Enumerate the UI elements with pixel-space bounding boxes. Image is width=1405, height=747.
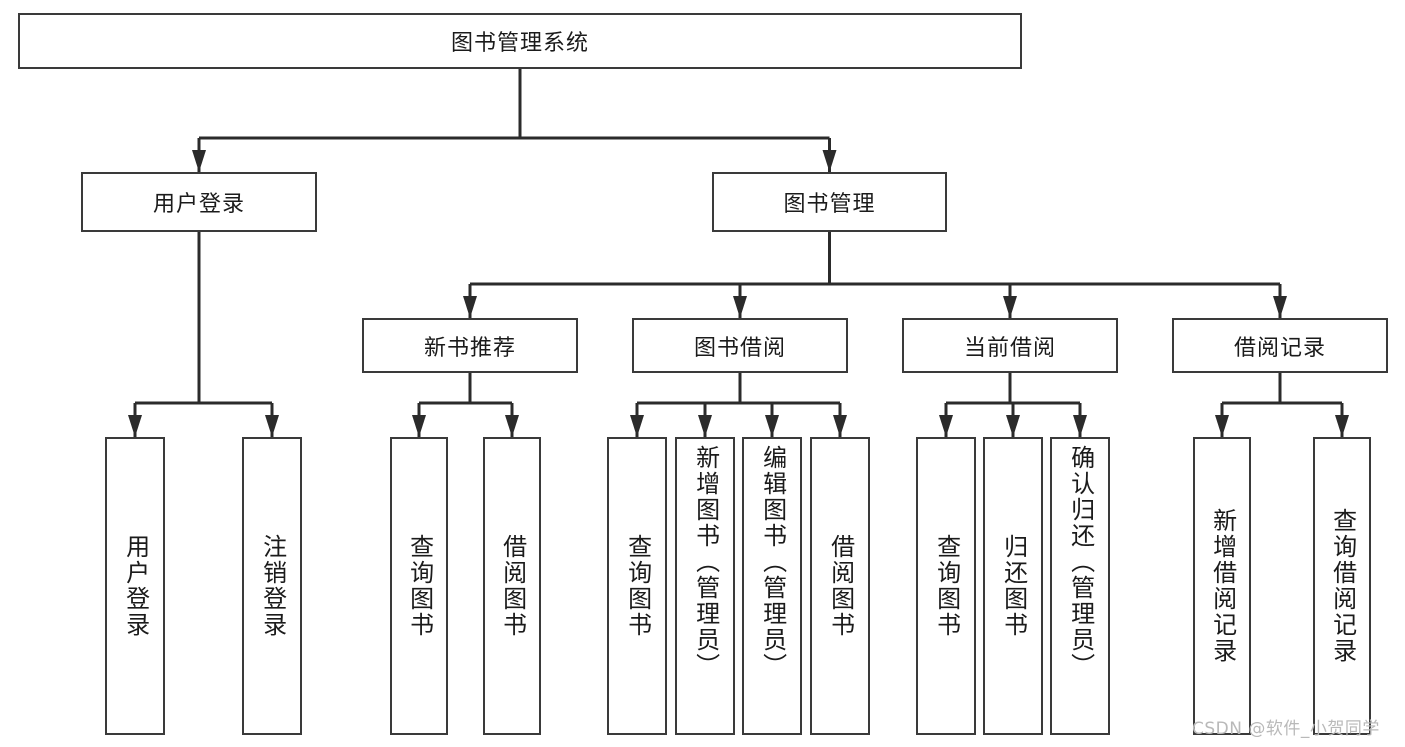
node-label: 借阅记录 xyxy=(1233,335,1326,361)
node-leaf-rec-query-book[interactable]: 查询图书 xyxy=(390,437,448,735)
node-leaf-cb-return-book[interactable]: 归还图书 xyxy=(983,437,1043,735)
node-leaf-bb-borrow-book[interactable]: 借阅图书 xyxy=(810,437,870,735)
node-label: 当前借阅 xyxy=(963,335,1056,361)
node-book-borrow[interactable]: 图书借阅 xyxy=(632,318,848,373)
node-label: 查询图书 xyxy=(405,534,434,638)
node-borrow-record[interactable]: 借阅记录 xyxy=(1172,318,1388,373)
node-label: 借阅图书 xyxy=(498,534,527,638)
node-leaf-br-add-record[interactable]: 新增借阅记录 xyxy=(1193,437,1251,735)
node-label: 注销登录 xyxy=(258,534,287,638)
node-label: 用户登录 xyxy=(152,192,245,217)
node-label: 查询借阅记录 xyxy=(1328,508,1357,664)
node-label: 新增图书（管理员） xyxy=(691,445,720,679)
node-label: 编辑图书（管理员） xyxy=(758,445,787,679)
node-label: 新增借阅记录 xyxy=(1208,508,1237,664)
node-label: 图书管理 xyxy=(783,192,876,217)
node-label: 新书推荐 xyxy=(423,335,516,361)
node-leaf-bb-edit-book[interactable]: 编辑图书（管理员） xyxy=(742,437,802,735)
node-label: 图书管理系统 xyxy=(450,31,589,56)
node-new-book-recommendation[interactable]: 新书推荐 xyxy=(362,318,578,373)
node-label: 图书借阅 xyxy=(693,335,786,361)
node-leaf-cb-query-book[interactable]: 查询图书 xyxy=(916,437,976,735)
node-current-borrow[interactable]: 当前借阅 xyxy=(902,318,1118,373)
node-label: 查询图书 xyxy=(623,534,652,638)
node-label: 归还图书 xyxy=(999,534,1028,638)
node-leaf-user-logout[interactable]: 注销登录 xyxy=(242,437,302,735)
node-leaf-user-login[interactable]: 用户登录 xyxy=(105,437,165,735)
node-leaf-cb-confirm-return[interactable]: 确认归还（管理员） xyxy=(1050,437,1110,735)
csdn-watermark: CSDN @软件_小贺同学 xyxy=(1192,719,1380,739)
node-label: 查询图书 xyxy=(932,534,961,638)
node-leaf-bb-add-book[interactable]: 新增图书（管理员） xyxy=(675,437,735,735)
node-leaf-bb-query-book[interactable]: 查询图书 xyxy=(607,437,667,735)
node-leaf-rec-borrow-book[interactable]: 借阅图书 xyxy=(483,437,541,735)
node-label: 确认归还（管理员） xyxy=(1066,445,1095,679)
node-root-book-management-system[interactable]: 图书管理系统 xyxy=(18,13,1022,69)
node-book-management[interactable]: 图书管理 xyxy=(712,172,947,232)
node-user-login[interactable]: 用户登录 xyxy=(81,172,317,232)
node-label: 借阅图书 xyxy=(826,534,855,638)
node-label: 用户登录 xyxy=(121,534,150,638)
node-leaf-br-query-record[interactable]: 查询借阅记录 xyxy=(1313,437,1371,735)
